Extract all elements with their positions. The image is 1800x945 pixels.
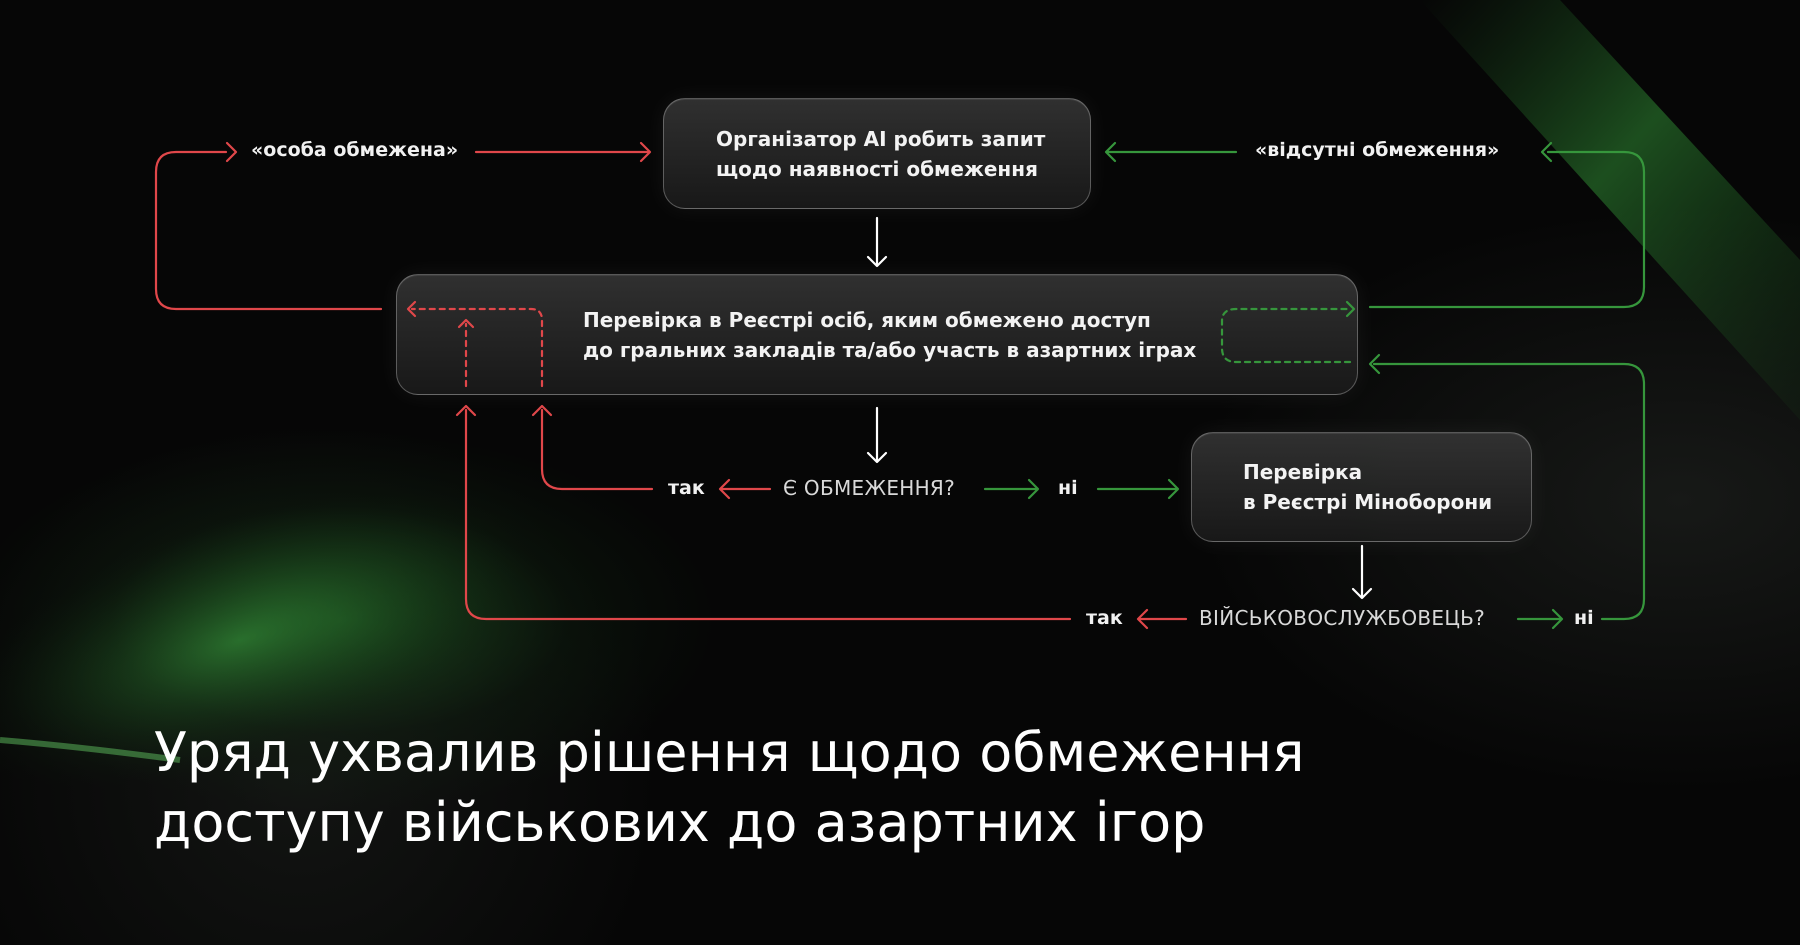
registry-check-text: Перевірка в Реєстрі осіб, яким обмежено … <box>583 307 1197 362</box>
organizer-request-box: Організатор AI робить запит щодо наявнос… <box>663 98 1091 209</box>
restricted-label: «особа обмежена» <box>251 139 459 161</box>
headline-line-2: доступу військових до азартних ігор <box>154 791 1206 854</box>
mod-registry-box: Перевірка в Реєстрі Міноборони <box>1191 432 1532 542</box>
no-label-1: ні <box>1058 477 1078 499</box>
green-glow-streak <box>0 737 181 763</box>
mod-registry-text: Перевірка в Реєстрі Міноборони <box>1243 460 1493 514</box>
not-restricted-label: «відсутні обмеження» <box>1255 139 1500 161</box>
yes-label-1: так <box>668 477 705 499</box>
has-restriction-question: Є ОБМЕЖЕННЯ? <box>783 476 956 500</box>
green-light-beam <box>1420 0 1800 420</box>
headline: Уряд ухвалив рішення щодо обмеження дост… <box>154 718 1304 858</box>
no-label-2: ні <box>1574 607 1594 629</box>
organizer-request-text: Організатор AI робить запит щодо наявнос… <box>716 126 1046 181</box>
registry-check-box: Перевірка в Реєстрі осіб, яким обмежено … <box>396 274 1358 395</box>
yes-label-2: так <box>1086 607 1123 629</box>
serviceman-question: ВІЙСЬКОВОСЛУЖБОВЕЦЬ? <box>1199 606 1486 630</box>
headline-line-1: Уряд ухвалив рішення щодо обмеження <box>154 721 1305 784</box>
green-glow-left <box>0 492 528 788</box>
